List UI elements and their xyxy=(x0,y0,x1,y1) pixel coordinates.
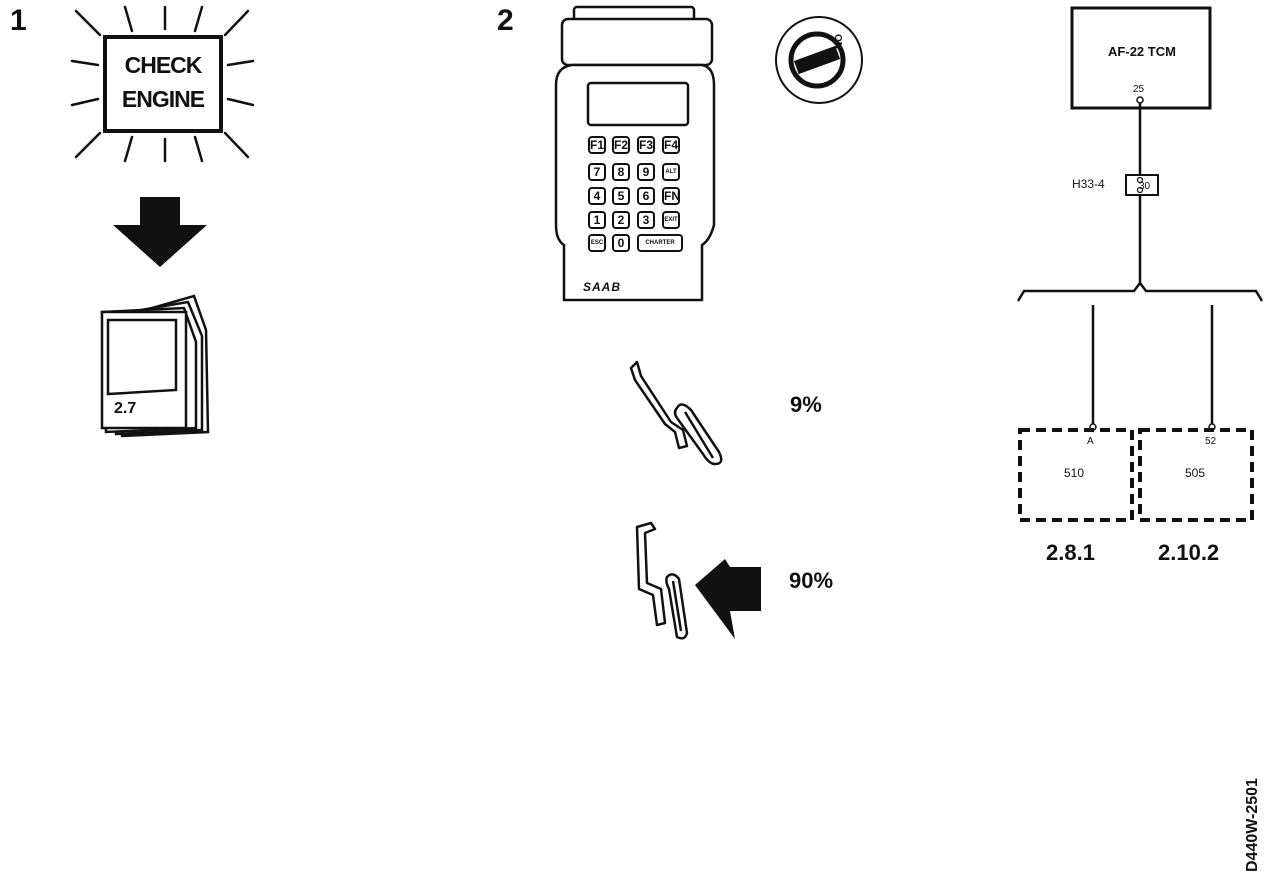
throttle-pedal-light-icon xyxy=(629,360,723,466)
connector-label: H33-4 xyxy=(1072,177,1105,191)
check-engine-lamp-icon xyxy=(70,5,255,163)
throttle-pedal-full-icon xyxy=(635,521,761,640)
tester-key: F4 xyxy=(662,136,680,154)
ignition-switch-icon xyxy=(775,16,863,104)
tester-key: ESC xyxy=(588,234,606,252)
tester-key: F3 xyxy=(637,136,655,154)
component-510-ref: 2.8.1 xyxy=(1046,540,1095,565)
figure-code: D440W-2501 xyxy=(1244,778,1261,872)
tester-key: 7 xyxy=(588,163,606,181)
component-505-ref: 2.10.2 xyxy=(1158,540,1220,565)
check-engine-line1: CHECK xyxy=(124,52,203,78)
pedal-light-percent: 9% xyxy=(790,392,822,417)
tester-key: 4 xyxy=(588,187,606,205)
tester-key: ALT xyxy=(662,163,680,181)
tester-key: EXIT xyxy=(662,211,680,229)
tcm-label: AF-22 TCM xyxy=(1108,44,1176,59)
tester-key: 5 xyxy=(612,187,630,205)
tester-key: 6 xyxy=(637,187,655,205)
manual-book-icon xyxy=(100,294,210,438)
tester-key: 0 xyxy=(612,234,630,252)
component-510-pin: A xyxy=(1087,436,1094,447)
step-1-number: 1 xyxy=(10,4,27,37)
tester-key: 9 xyxy=(637,163,655,181)
component-510-id: 510 xyxy=(1064,466,1085,480)
tester-key: 2 xyxy=(612,211,630,229)
connector-box xyxy=(1125,174,1159,196)
component-505-id: 505 xyxy=(1185,466,1206,480)
component-505-box xyxy=(1138,428,1254,522)
tester-brand: SAAB xyxy=(583,280,622,294)
check-engine-line2: ENGINE xyxy=(121,86,205,112)
pedal-full-percent: 90% xyxy=(789,568,834,593)
diagnostic-tester-icon xyxy=(554,5,716,302)
connector-pin: 30 xyxy=(1139,181,1151,192)
component-505-pin: 52 xyxy=(1205,436,1217,447)
component-510-box xyxy=(1018,428,1134,522)
tester-key: F2 xyxy=(612,136,630,154)
tester-key: 8 xyxy=(612,163,630,181)
tcm-pin: 25 xyxy=(1133,84,1145,95)
manual-reference: 2.7 xyxy=(114,400,137,417)
tcm-box xyxy=(1070,6,1212,110)
step-2-number: 2 xyxy=(497,4,514,37)
tester-key: FN xyxy=(662,187,680,205)
tester-key: 1 xyxy=(588,211,606,229)
tester-key: F1 xyxy=(588,136,606,154)
tester-key: CHARTER xyxy=(637,234,683,252)
ignition-position: ON xyxy=(832,34,843,49)
tester-key: 3 xyxy=(637,211,655,229)
arrow-down-icon xyxy=(113,197,207,267)
wiring-diagram xyxy=(1016,6,1264,522)
